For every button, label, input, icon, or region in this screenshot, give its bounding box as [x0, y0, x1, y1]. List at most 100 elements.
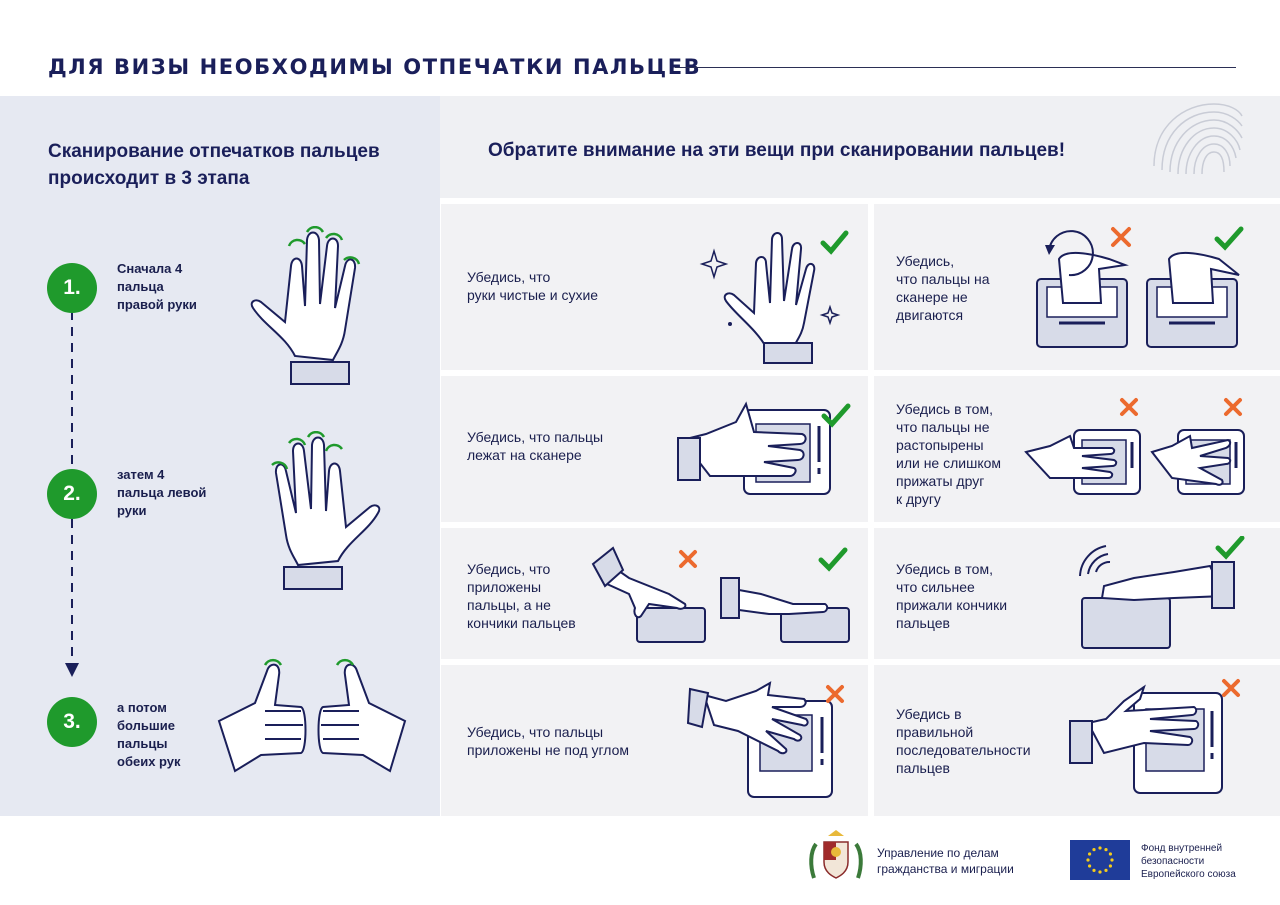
step-text-line: правой руки	[117, 297, 197, 312]
tip-text: Убедись, что пальцы приложены не под угл…	[467, 723, 629, 759]
tips-title: Обратите внимание на эти вещи при сканир…	[488, 140, 1066, 161]
tip-card-correct-order: Убедись в правильной последовательности …	[874, 665, 1280, 816]
cross-icon	[1120, 398, 1138, 416]
step-1-text: Сначала 4 пальца правой руки	[117, 260, 222, 314]
scanner-pair-icon	[1036, 226, 1244, 348]
left-hand-icon	[271, 431, 381, 590]
tip-text-line: к другу	[896, 491, 941, 507]
tip-text-line: что пальцы на	[896, 271, 990, 287]
steps-title-line: Сканирование отпечатков пальцев	[48, 141, 380, 162]
clean-hand-icon	[699, 230, 849, 364]
tip-text: Убедись в правильной последовательности …	[896, 705, 1031, 777]
step-2-text: затем 4 пальца левой руки	[117, 466, 222, 520]
step-text-line: пальцы	[117, 736, 168, 751]
check-icon	[821, 403, 851, 428]
cross-icon	[1111, 227, 1131, 247]
tip-text: Убедись, что руки чистые и сухие	[467, 268, 598, 304]
order-hand-icon	[1069, 679, 1240, 794]
step-text-line: затем 4	[117, 467, 165, 482]
tip-text: Убедись в том, что сильнее прижали кончи…	[896, 560, 1007, 632]
tip-text: Убедись, что пальцы лежат на сканере	[467, 428, 603, 464]
tip-text-line: кончики пальцев	[467, 615, 576, 631]
cross-icon	[826, 685, 844, 703]
header-divider	[675, 67, 1236, 68]
tip-text-line: или не слишком	[896, 455, 1002, 471]
tip-card-finger-spacing: Убедись в том, что пальцы не растопырены…	[874, 376, 1280, 522]
steps-title-line: происходит в 3 этапа	[48, 168, 250, 189]
tip-text-line: пальцев	[896, 615, 950, 631]
step-text-line: большие	[117, 718, 175, 733]
tip-text-line: прижали кончики	[896, 597, 1008, 613]
finger-spacing-icon	[1024, 398, 1245, 495]
scanner-flat-hand-icon	[677, 401, 851, 495]
tip-text-line: Убедись в	[896, 706, 962, 722]
tip-card-full-fingers: Убедись, что приложены пальцы, а не конч…	[441, 528, 868, 659]
eu-fund-name: Фонд внутренней безопасности Европейског…	[1141, 842, 1236, 881]
step-text-line: а потом	[117, 700, 167, 715]
tip-text: Убедись в том, что пальцы не растопырены…	[896, 400, 1001, 508]
tip-text: Убедись, что приложены пальцы, а не конч…	[467, 560, 576, 632]
tip-text-line: приложены	[467, 579, 542, 595]
header: ДЛЯ ВИЗЫ НЕОБХОДИМЫ ОТПЕЧАТКИ ПАЛЬЦЕВ	[0, 0, 1280, 96]
tip-text-line: Убедись в том,	[896, 561, 993, 577]
eu-fund-line: безопасности	[1141, 856, 1205, 867]
tip-text-line: Убедись в том,	[896, 401, 993, 417]
check-icon	[820, 230, 849, 255]
tip-text-line: сканере не	[896, 289, 968, 305]
step-text-line: Сначала 4	[117, 261, 183, 276]
tip-text-line: лежат на сканере	[467, 447, 582, 463]
step-3-text: а потом большие пальцы обеих рук	[117, 699, 222, 771]
tip-text-line: прижаты друг	[896, 473, 985, 489]
tip-text-line: правильной	[896, 724, 974, 740]
thumbs-up-icon	[217, 658, 407, 773]
angled-hand-icon	[686, 681, 844, 798]
page-title: ДЛЯ ВИЗЫ НЕОБХОДИМЫ ОТПЕЧАТКИ ПАЛЬЦЕВ	[48, 55, 702, 79]
check-icon	[1215, 536, 1245, 560]
step-3-badge: 3.	[47, 697, 97, 747]
tips-header: Обратите внимание на эти вещи при сканир…	[440, 96, 1280, 198]
tip-text: Убедись, что пальцы на сканере не двигаю…	[896, 252, 990, 324]
tip-text-line: Убедись, что пальцы	[467, 429, 604, 445]
cross-icon	[1222, 679, 1240, 697]
steps-title: Сканирование отпечатков пальцев происход…	[48, 138, 428, 192]
tip-text-line: Убедись,	[896, 253, 955, 269]
check-icon	[1214, 226, 1244, 251]
step-text-line: обеих рук	[117, 754, 181, 769]
tip-text-line: Убедись, что	[467, 561, 551, 577]
step-text-line: пальца левой	[117, 485, 207, 500]
tip-card-no-angle: Убедись, что пальцы приложены не под угл…	[441, 665, 868, 816]
step-2-badge: 2.	[47, 469, 97, 519]
tip-text-line: пальцев	[896, 760, 950, 776]
fingertip-comparison-icon	[591, 546, 850, 643]
step-text-line: пальца	[117, 279, 164, 294]
tip-text-line: последовательности	[896, 742, 1031, 758]
tip-text-line: руки чистые и сухие	[467, 287, 599, 303]
cross-icon	[1224, 398, 1242, 416]
steps-panel: Сканирование отпечатков пальцев происход…	[0, 96, 440, 816]
tip-text-line: растопырены	[896, 437, 984, 453]
eu-fund-line: Европейского союза	[1141, 869, 1236, 880]
tip-text-line: Убедись, что пальцы	[467, 724, 604, 740]
tip-text-line: что пальцы не	[896, 419, 990, 435]
tip-card-no-movement: Убедись, что пальцы на сканере не двигаю…	[874, 204, 1280, 370]
tip-text-line: Убедись, что	[467, 269, 551, 285]
agency-name-line: Управление по делам	[877, 846, 999, 860]
agency-name-line: гражданства и миграции	[877, 862, 1014, 876]
tip-card-press-harder: Убедись в том, что сильнее прижали кончи…	[874, 528, 1280, 659]
eu-flag-icon	[1070, 840, 1130, 880]
tip-text-line: двигаются	[896, 307, 964, 323]
fingerprint-icon	[1153, 103, 1243, 175]
cross-icon	[679, 550, 697, 568]
coat-of-arms-icon	[809, 830, 863, 879]
press-harder-icon	[1079, 536, 1245, 649]
tip-text-line: приложены не под углом	[467, 742, 630, 758]
tip-text-line: пальцы, а не	[467, 597, 551, 613]
agency-name: Управление по делам гражданства и миграц…	[877, 845, 1014, 877]
check-icon	[818, 547, 848, 572]
right-hand-icon	[250, 226, 361, 385]
tip-card-fingers-on-scanner: Убедись, что пальцы лежат на сканере	[441, 376, 868, 522]
tip-card-clean-hands: Убедись, что руки чистые и сухие	[441, 204, 868, 370]
tip-text-line: что сильнее	[896, 579, 975, 595]
step-text-line: руки	[117, 503, 147, 518]
eu-fund-line: Фонд внутренней	[1141, 843, 1223, 854]
